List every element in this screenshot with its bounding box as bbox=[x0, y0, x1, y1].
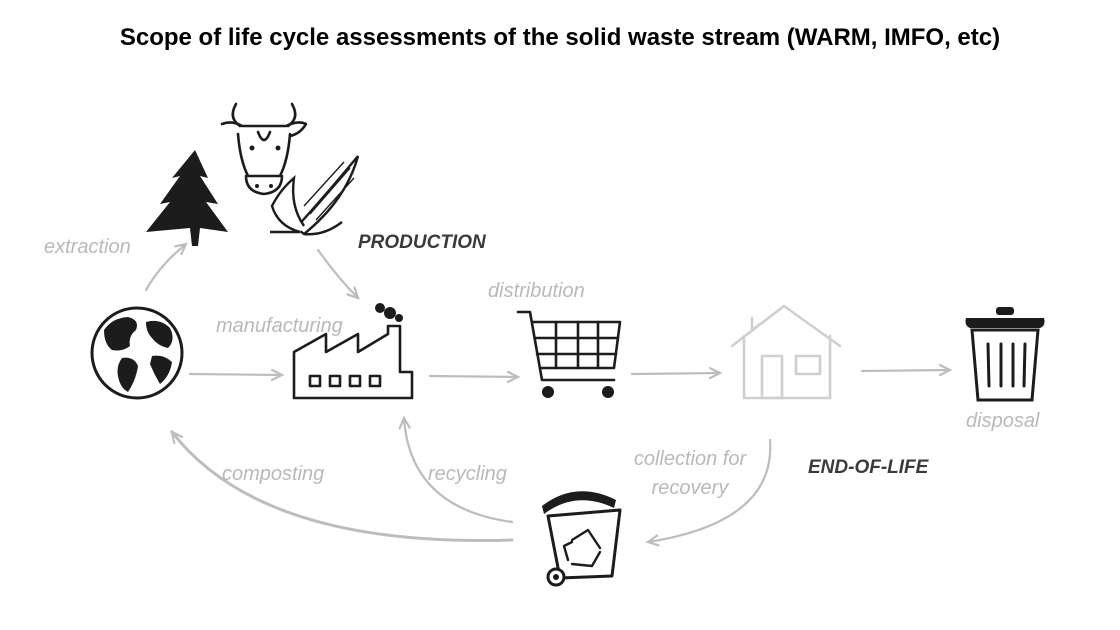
disposal-label: disposal bbox=[966, 410, 1040, 432]
composting-arrow bbox=[172, 432, 514, 542]
collection-label-line2: recovery bbox=[652, 477, 730, 499]
globe-to-factory-arrow bbox=[188, 374, 282, 375]
trash-can-icon bbox=[965, 307, 1045, 402]
extraction-arrow bbox=[144, 244, 186, 292]
extraction-label: extraction bbox=[44, 236, 131, 258]
recycling-label: recycling bbox=[428, 463, 507, 485]
production-to-factory-arrow bbox=[316, 248, 358, 298]
cow-icon bbox=[220, 102, 308, 196]
recycling-bin-icon bbox=[542, 491, 622, 587]
globe-icon bbox=[90, 306, 184, 400]
cart-to-house-arrow bbox=[630, 373, 720, 374]
shopping-cart-icon bbox=[516, 310, 622, 398]
production-stage-label: PRODUCTION bbox=[358, 232, 487, 253]
manufacturing-label: manufacturing bbox=[216, 315, 343, 337]
end-of-life-stage-label: END-OF-LIFE bbox=[808, 457, 930, 478]
house-to-trash-arrow bbox=[860, 370, 950, 371]
tree-icon bbox=[146, 150, 228, 246]
composting-label: composting bbox=[222, 463, 324, 485]
page-title: Scope of life cycle assessments of the s… bbox=[119, 24, 1001, 51]
collection-label-line1: collection for bbox=[634, 448, 748, 470]
recycling-arrow bbox=[404, 418, 514, 524]
distribution-label: distribution bbox=[488, 280, 585, 302]
corn-icon bbox=[270, 155, 360, 236]
factory-icon bbox=[292, 303, 414, 400]
house-icon bbox=[730, 304, 842, 400]
factory-to-cart-arrow bbox=[428, 376, 518, 377]
collection-arrow bbox=[648, 438, 772, 542]
